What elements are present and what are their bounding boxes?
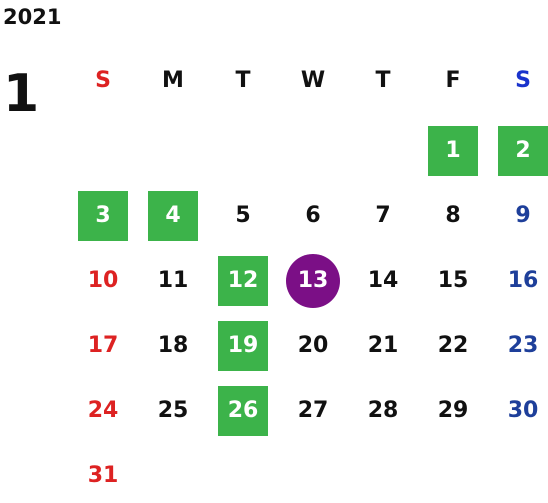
day-cell-28[interactable]: 28 bbox=[348, 389, 418, 433]
day-cell-4[interactable]: 4 bbox=[138, 191, 208, 241]
day-highlight-box bbox=[148, 191, 198, 241]
day-number: 22 bbox=[437, 333, 469, 358]
weekday-header-2: T bbox=[208, 59, 278, 103]
day-cell-13[interactable]: 13 bbox=[278, 254, 348, 308]
day-number: 29 bbox=[437, 398, 469, 423]
day-cell-15[interactable]: 15 bbox=[418, 259, 488, 303]
day-number: 5 bbox=[235, 203, 251, 228]
day-number: 2 bbox=[515, 138, 531, 163]
day-cell-21[interactable]: 21 bbox=[348, 324, 418, 368]
day-number: 27 bbox=[297, 398, 329, 423]
day-cell-26[interactable]: 26 bbox=[208, 386, 278, 436]
day-number: 31 bbox=[87, 463, 119, 488]
weekday-label: T bbox=[235, 68, 251, 93]
day-number: 8 bbox=[445, 203, 461, 228]
day-highlight-box bbox=[498, 126, 548, 176]
weekday-label: S bbox=[95, 68, 111, 93]
weekday-header-3: W bbox=[278, 59, 348, 103]
day-cell-23[interactable]: 23 bbox=[488, 324, 548, 368]
day-number: 24 bbox=[87, 398, 119, 423]
day-number: 10 bbox=[87, 268, 119, 293]
day-number: 11 bbox=[157, 268, 189, 293]
day-number: 9 bbox=[515, 203, 531, 228]
weekday-label: F bbox=[445, 68, 461, 93]
day-cell-2[interactable]: 2 bbox=[488, 126, 548, 176]
day-cell-30[interactable]: 30 bbox=[488, 389, 548, 433]
weekday-label: W bbox=[300, 68, 326, 93]
day-cell-12[interactable]: 12 bbox=[208, 256, 278, 306]
day-cell-16[interactable]: 16 bbox=[488, 259, 548, 303]
day-number: 16 bbox=[507, 268, 539, 293]
weekday-header-6: S bbox=[488, 59, 548, 103]
day-number: 19 bbox=[227, 333, 259, 358]
day-cell-22[interactable]: 22 bbox=[418, 324, 488, 368]
day-highlight-box bbox=[218, 386, 268, 436]
day-cell-18[interactable]: 18 bbox=[138, 324, 208, 368]
day-number: 4 bbox=[165, 203, 181, 228]
today-highlight-circle bbox=[286, 254, 340, 308]
day-cell-3[interactable]: 3 bbox=[68, 191, 138, 241]
day-highlight-box bbox=[428, 126, 478, 176]
weekday-label: T bbox=[375, 68, 391, 93]
day-number: 6 bbox=[305, 203, 321, 228]
day-cell-5[interactable]: 5 bbox=[208, 194, 278, 238]
day-cell-27[interactable]: 27 bbox=[278, 389, 348, 433]
day-number: 21 bbox=[367, 333, 399, 358]
day-number: 25 bbox=[157, 398, 189, 423]
day-cell-7[interactable]: 7 bbox=[348, 194, 418, 238]
day-highlight-box bbox=[218, 256, 268, 306]
day-cell-6[interactable]: 6 bbox=[278, 194, 348, 238]
day-number: 1 bbox=[445, 138, 461, 163]
day-number: 30 bbox=[507, 398, 539, 423]
day-cell-20[interactable]: 20 bbox=[278, 324, 348, 368]
day-number: 12 bbox=[227, 268, 259, 293]
day-number: 15 bbox=[437, 268, 469, 293]
day-number: 20 bbox=[297, 333, 329, 358]
year-label: 2021 bbox=[3, 5, 62, 29]
day-cell-29[interactable]: 29 bbox=[418, 389, 488, 433]
day-number: 13 bbox=[297, 268, 329, 293]
weekday-label: M bbox=[162, 68, 184, 93]
weekday-header-5: F bbox=[418, 59, 488, 103]
day-cell-25[interactable]: 25 bbox=[138, 389, 208, 433]
weekday-header-4: T bbox=[348, 59, 418, 103]
day-cell-17[interactable]: 17 bbox=[68, 324, 138, 368]
day-number: 7 bbox=[375, 203, 391, 228]
weekday-header-1: M bbox=[138, 59, 208, 103]
day-number: 3 bbox=[95, 203, 111, 228]
day-cell-8[interactable]: 8 bbox=[418, 194, 488, 238]
day-number: 28 bbox=[367, 398, 399, 423]
weekday-header-0: S bbox=[68, 59, 138, 103]
day-number: 14 bbox=[367, 268, 399, 293]
day-cell-24[interactable]: 24 bbox=[68, 389, 138, 433]
day-highlight-box bbox=[78, 191, 128, 241]
day-cell-19[interactable]: 19 bbox=[208, 321, 278, 371]
day-cell-10[interactable]: 10 bbox=[68, 259, 138, 303]
day-cell-1[interactable]: 1 bbox=[418, 126, 488, 176]
day-number: 23 bbox=[507, 333, 539, 358]
weekday-label: S bbox=[515, 68, 531, 93]
day-cell-14[interactable]: 14 bbox=[348, 259, 418, 303]
month-label: 1 bbox=[3, 64, 40, 124]
day-number: 17 bbox=[87, 333, 119, 358]
day-number: 26 bbox=[227, 398, 259, 423]
day-cell-11[interactable]: 11 bbox=[138, 259, 208, 303]
day-cell-9[interactable]: 9 bbox=[488, 194, 548, 238]
day-cell-31[interactable]: 31 bbox=[68, 454, 138, 498]
day-highlight-box bbox=[218, 321, 268, 371]
day-number: 18 bbox=[157, 333, 189, 358]
